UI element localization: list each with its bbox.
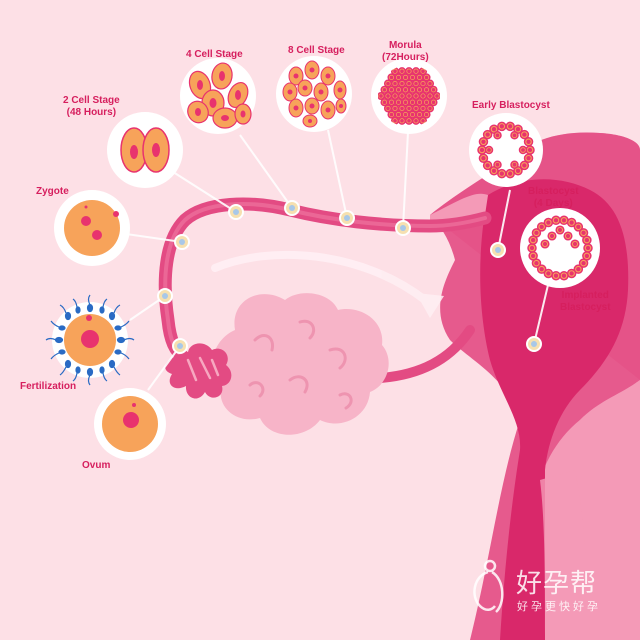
label-implanted-blastocyst: Implanted Blastocyst [560,290,611,313]
marker-blastocyst [490,242,506,258]
label-2-cell-stage: 2 Cell Stage (48 Hours) [63,95,120,118]
fertilization-illustration [45,294,135,386]
marker-zygote [174,234,190,250]
watermark-tagline: 好孕更快好孕 [517,600,601,613]
label-ovum: Ovum [82,460,111,471]
eight-cell-illustration [276,56,352,132]
label-8-cell-stage: 8 Cell Stage [288,45,345,56]
ovarian-ligament [375,325,475,383]
blastocyst-illustration [520,208,600,288]
two-cell-illustration [107,112,183,188]
marker-8cell [339,210,355,226]
stage-markers [157,200,542,354]
sperm-icons [45,294,135,386]
marker-2cell [228,204,244,220]
ovum-illustration [94,388,166,460]
marker-fertilization [157,288,173,304]
marker-4cell [284,200,300,216]
label-4-cell-stage: 4 Cell Stage [186,49,243,60]
fimbriae [165,343,232,399]
zygote-illustration [54,190,130,266]
label-fertilization: Fertilization [20,381,77,392]
morula-illustration [371,58,447,134]
label-blastocyst: Blastocyst (4 Days) [528,186,579,209]
early-blastocyst-illustration [469,113,543,187]
migration-arrow [211,250,444,318]
marker-implanted [526,336,542,352]
ovary [212,293,389,435]
watermark-logo-text: 好孕帮 [516,569,598,599]
four-cell-illustration [180,58,256,134]
label-morula: Morula (72Hours) [382,40,429,63]
marker-morula [395,220,411,236]
label-zygote: Zygote [36,186,69,197]
marker-ovum [172,338,188,354]
label-early-blastocyst: Early Blastocyst [472,100,550,111]
